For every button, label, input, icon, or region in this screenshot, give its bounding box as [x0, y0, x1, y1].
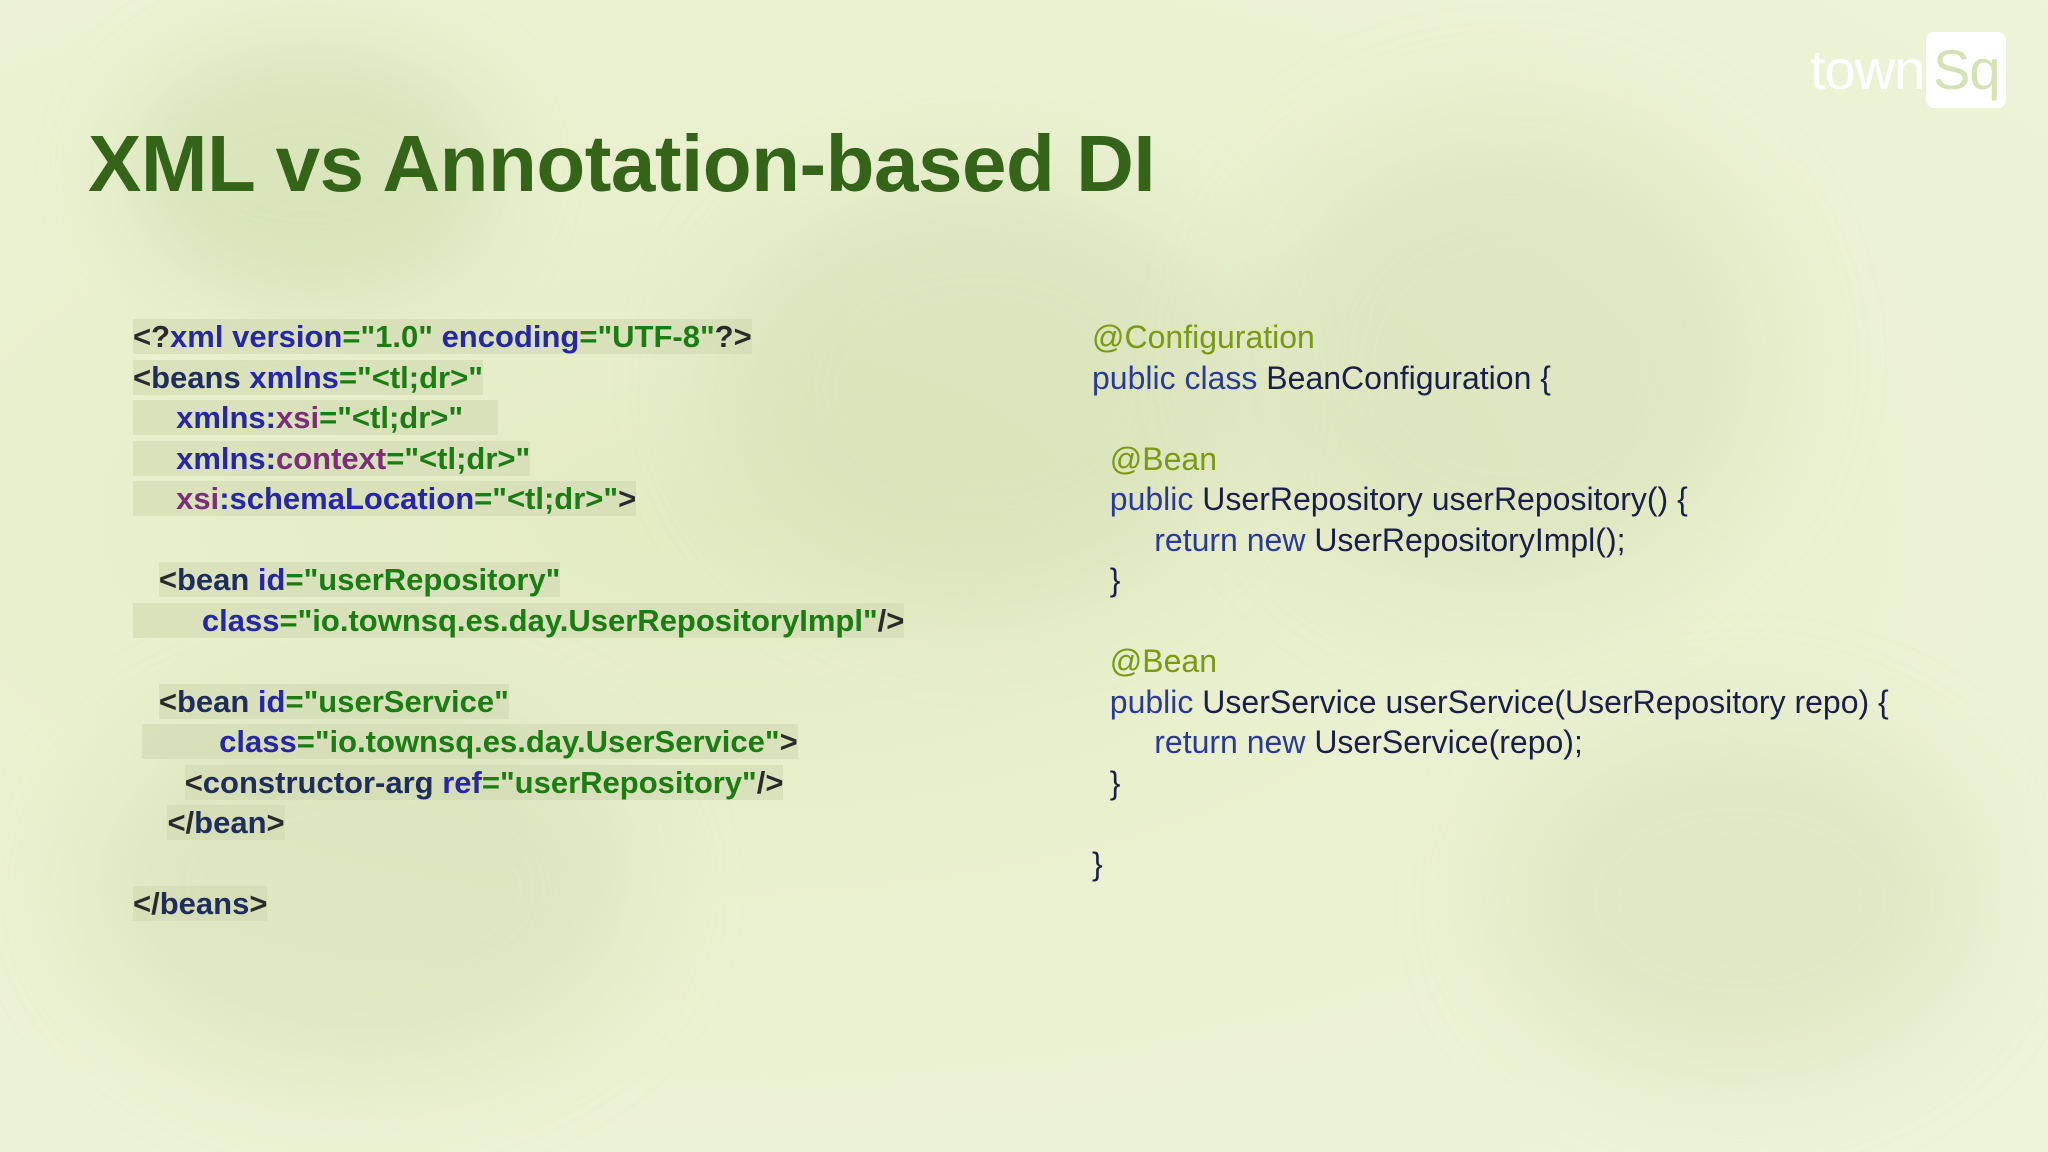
logo-badge: Sq [1926, 32, 2007, 108]
java-code-block: @Configuration public class BeanConfigur… [1092, 317, 1889, 884]
xml-line-bean-close: </bean> [167, 805, 285, 840]
xml-line-beans-open: <beans xmlns="<tl;dr>" [133, 359, 483, 395]
xml-line-class-user-service: class="io.townsq.es.day.UserService"> [133, 722, 904, 763]
xml-line-class-repository-impl: class="io.townsq.es.day.UserRepositoryIm… [133, 601, 905, 642]
xml-line-beans-close: </beans> [133, 886, 268, 921]
xml-line-schema-location: xsi:schemaLocation="<tl;dr>"> [133, 479, 904, 520]
xml-line-bean-user-repository: <bean id="userRepository" [158, 562, 561, 597]
java-line-configuration-annotation: @Configuration [1092, 319, 1315, 355]
xml-line-constructor-arg: <constructor-arg ref="userRepository"/> [184, 764, 784, 800]
xml-line-xmlns-context: xmlns:context="<tl;dr>" [133, 439, 904, 480]
xml-line-declaration: <?xml version="1.0" encoding="UTF-8"?> [133, 319, 752, 354]
logo-wordmark: town [1810, 38, 1925, 101]
java-line-bean-annotation: @Bean [1109, 440, 1217, 477]
java-line-service-method: public UserService userService(UserRepos… [1109, 683, 1889, 720]
java-line-close-brace: } [1109, 764, 1121, 801]
java-line-class-close: } [1092, 845, 1103, 882]
java-line-close-brace: } [1109, 562, 1121, 598]
xml-line-bean-user-service: <bean id="userService" [158, 683, 509, 719]
java-line-bean-annotation: @Bean [1109, 643, 1217, 679]
xml-code-block: <?xml version="1.0" encoding="UTF-8"?> <… [133, 317, 905, 925]
townsq-logo: town Sq [1810, 32, 2007, 108]
xml-line-xmlns-xsi: xmlns:xsi="<tl;dr>" [133, 398, 904, 439]
slide-title: XML vs Annotation-based DI [88, 119, 1156, 208]
java-line-repository-method: public UserRepository userRepository() { [1109, 481, 1688, 517]
java-line-return-service: return new UserService(repo); [1154, 724, 1583, 760]
java-line-return-repository: return new UserRepositoryImpl(); [1154, 521, 1626, 558]
java-line-class-declaration: public class BeanConfiguration { [1092, 359, 1551, 396]
